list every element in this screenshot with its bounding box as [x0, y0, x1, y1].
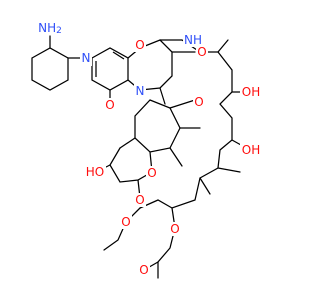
bond-skeleton [31, 35, 251, 279]
atom-label-ring-nitrogen: N [136, 84, 145, 98]
atom-label-amide-oxygen: O [197, 45, 206, 59]
atom-label-amide-nh: NH [184, 33, 202, 47]
atom-label-piperidine-n: N [82, 51, 91, 65]
atom-label-furan-oxygen: O [147, 166, 156, 180]
chemical-structure-diagram: NH2 N O NH O O O N HO OH OH O O O O O [31, 21, 262, 279]
atom-label-amine-nh2: NH2 [38, 21, 62, 36]
atom-label-acetyl-oxygen: O [139, 263, 148, 277]
atom-labels: NH2 N O NH O O O N HO OH OH O O O O O [38, 21, 262, 277]
atom-label-hydroxyl-left: HO [86, 165, 104, 179]
atom-label-ansa-oxygen: O [194, 95, 203, 109]
atom-label-hydroxyl-lower-right: OH [242, 143, 260, 157]
atom-label-methoxy-oxygen: O [121, 215, 130, 229]
atom-label-ether-oxygen: O [135, 193, 144, 207]
atom-label-hydroxyl-upper-right: OH [242, 85, 260, 99]
atom-label-ester-oxygen: O [170, 222, 179, 236]
atom-label-ring-oxygen: O [135, 38, 144, 52]
atom-label-carbonyl-oxygen: O [105, 98, 114, 112]
